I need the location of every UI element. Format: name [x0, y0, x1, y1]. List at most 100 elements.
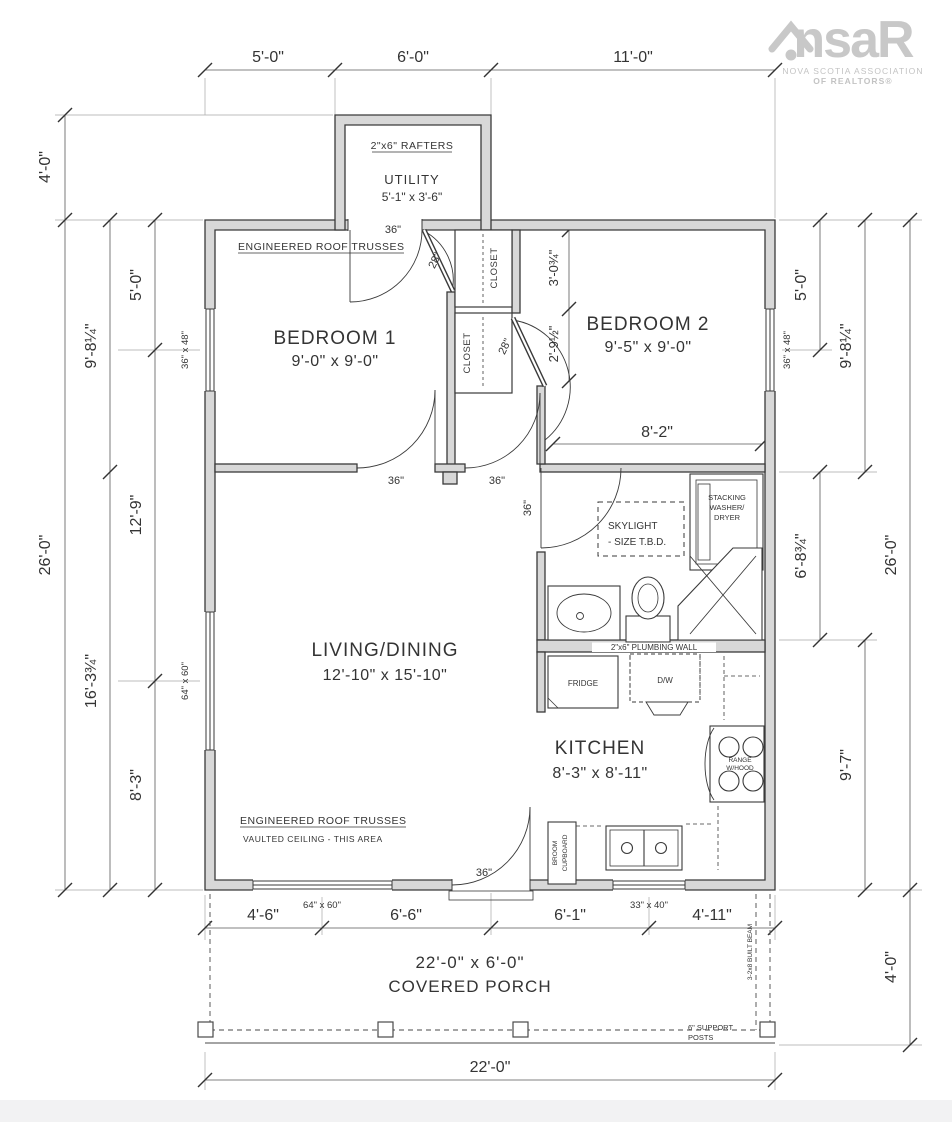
logo-text-ar: aR: [850, 11, 915, 69]
bedroom2-name: BEDROOM 2: [586, 314, 709, 335]
bedroom2-size: 9'-5" x 9'-0": [604, 339, 691, 356]
window-left-bedroom1: [205, 308, 215, 392]
closet-2: [454, 312, 513, 394]
house-roof-icon: [768, 20, 814, 61]
support-posts: [197, 1021, 776, 1038]
window-bottom-living: [252, 880, 393, 890]
doors: [347, 219, 622, 901]
kitchen-name: KITCHEN: [555, 738, 645, 759]
window-left-living: [205, 611, 215, 751]
support-posts-label-1: 6" SUPPORT: [688, 1023, 733, 1032]
porch-name: COVERED PORCH: [388, 977, 551, 996]
dim-left-9-8: 9'-8¼": [83, 323, 100, 368]
built-beam-label: 3-2x8 BUILT BEAM: [747, 924, 754, 980]
toilet-icon: [625, 576, 671, 643]
range-label-1: RANGE: [728, 757, 752, 764]
door-hall-label: 36": [489, 475, 505, 487]
fridge-label: FRIDGE: [568, 679, 598, 688]
kitchen-fixtures: [547, 653, 765, 885]
kitchen-size: 8'-3" x 8'-11": [552, 765, 647, 782]
bedroom1-size: 9'-0" x 9'-0": [291, 353, 378, 370]
wall-bed1-bottom: [214, 463, 358, 473]
bathroom-sink-icon: [547, 585, 621, 641]
utility-wall: [334, 114, 492, 231]
window-left-bedroom1-label: 36" x 48": [180, 331, 191, 369]
wall-bath-living: [536, 551, 546, 641]
dim-left-16-3: 16'-3¾": [83, 654, 100, 708]
broom-label-1: BROOM: [552, 841, 559, 866]
wall-bed2-sw: [536, 385, 546, 465]
closet-1: [454, 229, 513, 308]
range-label-2: W/HOOD: [726, 765, 754, 772]
broom-label-2: CUPBOARD: [562, 834, 569, 871]
trusses-note-1: ENGINEERED ROOF TRUSSES: [238, 241, 405, 253]
bottom-strip: [0, 1100, 952, 1122]
window-kitchen-label: 33" x 40": [630, 900, 668, 911]
dim-right-6-8: 6'-8¾": [793, 533, 810, 578]
dim-top-3: 11'-0": [613, 49, 653, 66]
skylight-label-1: SKYLIGHT: [608, 521, 657, 532]
dim-bottom-6-1: 6'-1": [554, 907, 586, 924]
door-hall-swing: [464, 392, 541, 469]
door-bedroom1-swing: [356, 389, 436, 469]
dim-left-5-0: 5'-0": [128, 269, 145, 301]
closet1-label: CLOSET: [489, 247, 500, 288]
broom-cupboard-icon: [547, 821, 577, 885]
dim-bed2-3-0: 3'-0¾": [546, 249, 561, 286]
rafters-note: 2"x6" RAFTERS: [371, 140, 454, 152]
dim-right-5-0: 5'-0": [793, 269, 810, 301]
wall-hall-stub: [434, 463, 466, 473]
nsar-logo-wordmark: ns aR: [768, 11, 938, 69]
vaulted-ceiling-note: VAULTED CEILING - THIS AREA: [243, 834, 383, 844]
wall-closet-bed2: [511, 229, 521, 314]
kitchen-sink-icon: [605, 825, 683, 871]
logo-subtitle-line1: NOVA SCOTIA ASSOCIATION: [782, 66, 924, 77]
washer-label-2: WASHER/: [710, 503, 746, 512]
skylight-box: [597, 501, 685, 557]
logo-subtitle-line2: OF REALTORS®: [813, 76, 893, 87]
window-right-bedroom2-label: 36" x 48": [782, 331, 793, 369]
closet2-label: CLOSET: [462, 332, 473, 373]
dim-bottom-6-6: 6'-6": [390, 907, 422, 924]
nsar-logo: ns aR NOVA SCOTIA ASSOCIATION OF REALTOR…: [768, 11, 938, 87]
dim-right-4-0: 4'-0": [883, 951, 900, 983]
wall-bed2-bottom: [539, 463, 766, 473]
dim-left-12-9: 12'-9": [128, 495, 145, 536]
door-bedroom1-label: 36": [388, 475, 404, 487]
door-front-label: 36": [476, 867, 492, 879]
dim-top-1: 5'-0": [252, 49, 284, 66]
window-kitchen: [612, 880, 686, 890]
dimension-lines: [64, 69, 911, 1081]
windows: [205, 308, 775, 890]
dim-right-9-7: 9'-7": [838, 749, 855, 781]
living-name: LIVING/DINING: [311, 640, 458, 661]
door-closet2-swing: [512, 319, 571, 441]
skylight-label-2: - SIZE T.B.D.: [608, 537, 666, 548]
front-door-threshold: [448, 890, 534, 901]
wall-hall-stub-foot: [442, 471, 458, 485]
bathroom: [547, 473, 764, 643]
dim-left-4-0: 4'-0": [37, 151, 54, 183]
shower-icon: [677, 547, 763, 641]
washer-label-1: STACKING: [708, 493, 746, 502]
dishwasher-label: D/W: [657, 676, 673, 685]
dim-right-9-8: 9'-8¼": [838, 323, 855, 368]
extension-lines: [55, 78, 922, 1090]
plumbing-wall-note: 2"x6" PLUMBING WALL: [611, 643, 698, 652]
porch-size: 22'-0" x 6'-0": [415, 953, 524, 972]
dim-bottom-4-11: 4'-11": [692, 907, 732, 924]
range-icon: [704, 725, 765, 803]
utility-room-size: 5'-1" x 3'-6": [382, 190, 442, 204]
dim-bed2-8-2: 8'-2": [641, 424, 673, 441]
counter-dashed-lines: [576, 656, 760, 870]
dim-left-8-3: 8'-3": [128, 769, 145, 801]
support-posts-label-2: POSTS: [688, 1033, 713, 1042]
dim-right-26-0: 26'-0": [883, 535, 900, 576]
dim-top-2: 6'-0": [397, 49, 429, 66]
labels: 5'-0" 6'-0" 11'-0" 4'-0" 26'-0" 9'-8¼" 1…: [37, 49, 900, 1076]
washer-label-3: DRYER: [714, 513, 741, 522]
living-size: 12'-10" x 15'-10": [323, 667, 448, 684]
door-bath-swing: [540, 467, 622, 549]
